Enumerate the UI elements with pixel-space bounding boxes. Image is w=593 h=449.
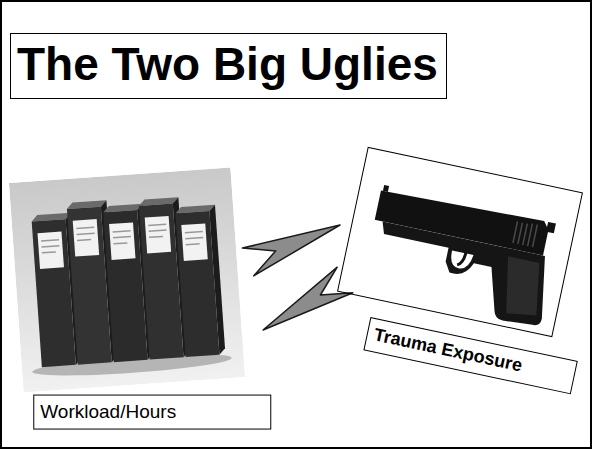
pistol-photo (337, 147, 583, 338)
photo-ground (9, 168, 245, 393)
label-box: Trauma Exposure (364, 317, 578, 394)
pistol-grip (496, 256, 547, 319)
node-label: Workload/Hours (40, 400, 264, 425)
front-sight (383, 185, 389, 192)
binders-illustration (9, 168, 245, 393)
photo-frame: Trauma Exposure (337, 147, 583, 338)
photo-frame: Workload/Hours (9, 168, 245, 393)
slide-serrations (513, 221, 537, 248)
photo-ground (337, 147, 583, 338)
chevron-arrow (242, 225, 340, 276)
pistol-frame (368, 221, 555, 328)
trigger-guard-hole (449, 251, 474, 271)
slide-title: The Two Big Uglies (17, 36, 438, 94)
label-box: Workload/Hours (33, 395, 271, 430)
trigger (457, 250, 466, 266)
chevron-arrow (263, 267, 353, 330)
hammer (546, 222, 556, 233)
binders-photo (9, 168, 245, 393)
pistol-illustration (337, 147, 583, 338)
title-box: The Two Big Uglies (10, 33, 447, 99)
node-label: Trauma Exposure (372, 324, 571, 388)
binder (175, 205, 225, 357)
